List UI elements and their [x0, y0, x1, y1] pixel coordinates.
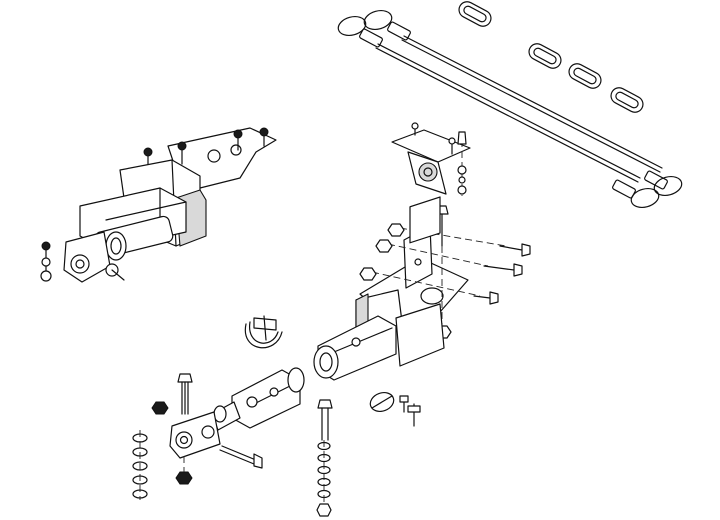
- safety-cable-1: [337, 15, 660, 209]
- hitch-pin-clip: [244, 315, 283, 349]
- electrical-bracket: [391, 122, 471, 196]
- assembled-mount: [40, 127, 277, 283]
- safety-cable-2: [363, 9, 683, 197]
- quick-link-2: [528, 43, 562, 69]
- washer-stack-center: [316, 440, 332, 517]
- washer-stack-left: [132, 430, 148, 500]
- clevis-adapter: [169, 367, 305, 459]
- hitch-pin: [369, 391, 421, 427]
- washer-stack-center-left: [175, 456, 193, 485]
- quick-link-4: [610, 87, 644, 113]
- quick-link-1: [458, 1, 492, 27]
- base-plate-mount: [313, 196, 531, 381]
- nut-top-left: [151, 401, 169, 415]
- bolt-horizontal-lower: [219, 445, 263, 469]
- quick-link-3: [568, 63, 602, 89]
- bolt-vertical-left: [177, 373, 193, 415]
- bolt-vertical-center: [317, 399, 333, 441]
